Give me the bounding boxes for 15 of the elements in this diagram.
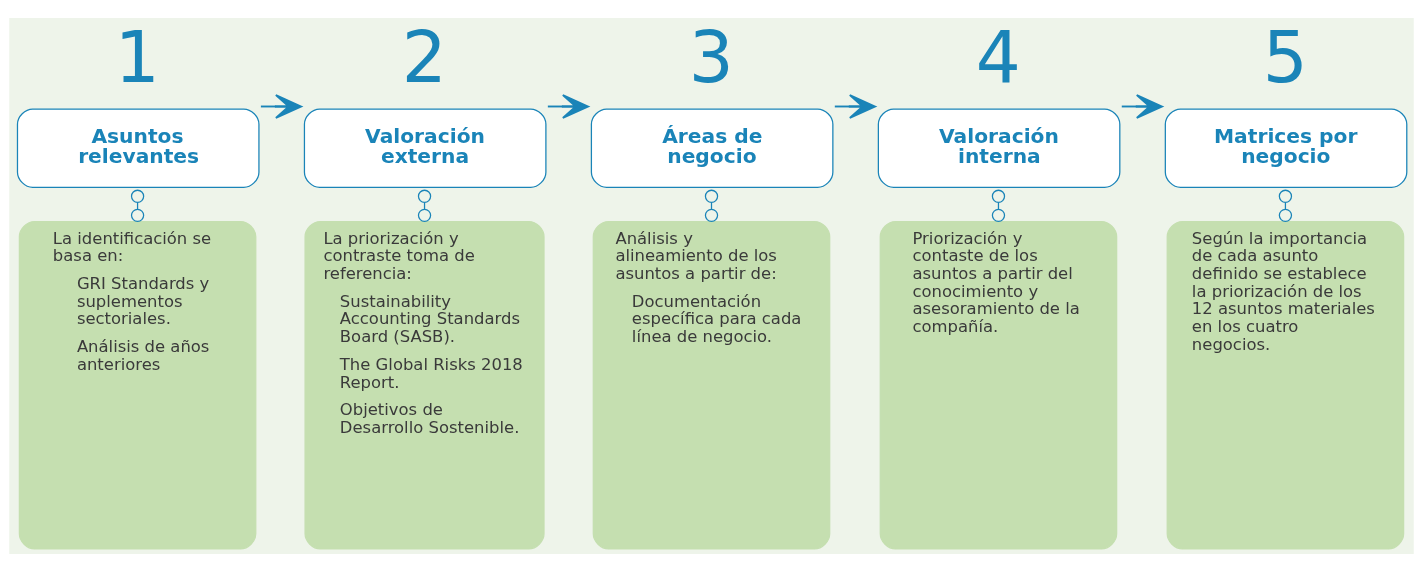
- connector: [991, 189, 1006, 223]
- connector: [1278, 189, 1293, 223]
- node-label: 1: [114, 16, 160, 100]
- node-box: La identificación se basa en: GRI Standards y suplementos sectoriales. Análisis de años anteriores: [18, 220, 257, 550]
- node-box: Priorización y contaste de los asuntos a partir del conocimiento y asesoramiento de la compañía.: [879, 220, 1118, 550]
- node-label: 3: [688, 16, 734, 100]
- node-box: Según la importancia de cada asunto definido se establece la priorización de los 12 asuntos materiales en los cuatro negocios.: [1166, 220, 1405, 550]
- connector: [704, 189, 719, 223]
- node-label: 4: [975, 16, 1021, 100]
- node-box: Análisis y alineamiento de los asuntos a partir de: Documentación específica para cada línea de negocio.: [592, 220, 831, 550]
- connector: [130, 189, 145, 223]
- connector: [417, 189, 432, 223]
- node-label: 2: [401, 16, 447, 100]
- node-box: La priorización y contraste toma de referencia: Sustainability Accounting Standards Board (SASB). The Global Risks 2018 Report. Objetivos de Desarrollo Sostenible.: [304, 220, 545, 550]
- node-label: 5: [1262, 16, 1308, 100]
